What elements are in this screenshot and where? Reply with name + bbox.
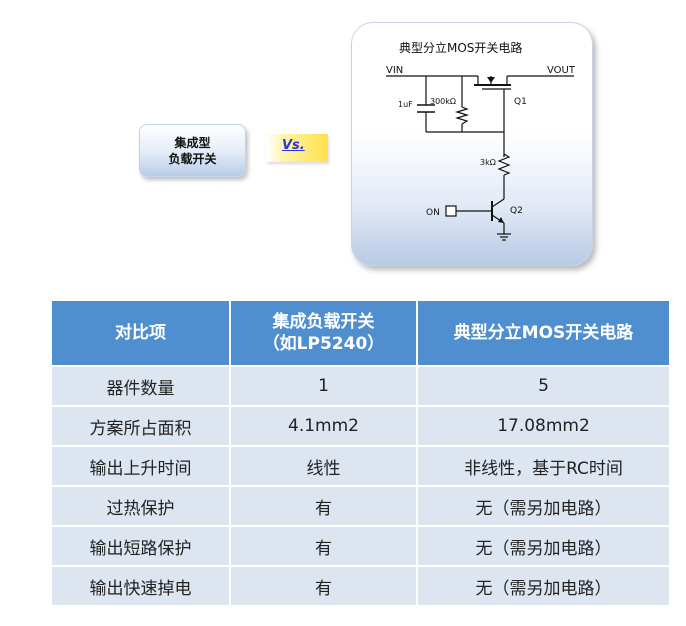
table-cell: 无（需另加电路） (416, 485, 671, 527)
table-cell: 输出上升时间 (50, 445, 231, 487)
header-cell: 集成负载开关 （如LP5240） (229, 299, 418, 367)
resistor-3k-symbol (497, 153, 511, 176)
q2-arrow-icon (498, 217, 504, 223)
table-cell: 1 (229, 365, 418, 407)
header-cell: 典型分立MOS开关电路 (416, 299, 671, 367)
capacitor-label: 1uF (398, 100, 413, 109)
table-row: 输出快速掉电 有 无（需另加电路） (50, 565, 671, 607)
table-cell: 线性 (229, 445, 418, 487)
table-row: 过热保护 有 无（需另加电路） (50, 485, 671, 527)
circuit-title: 典型分立MOS开关电路 (399, 40, 522, 55)
table-row: 输出上升时间 线性 非线性，基于RC时间 (50, 445, 671, 487)
table-cell: 有 (229, 525, 418, 567)
vs-badge (266, 134, 328, 162)
ground-icon (497, 233, 511, 241)
vs-label: Vs. (282, 138, 305, 153)
resistor-300k-label: 300kΩ (430, 97, 456, 106)
circuit-wires (386, 75, 574, 234)
table-cell: 非线性，基于RC时间 (416, 445, 671, 487)
table-cell: 输出快速掉电 (50, 565, 231, 607)
capacitor-symbol (417, 104, 435, 113)
vout-label: VOUT (547, 65, 576, 76)
table-cell: 输出短路保护 (50, 525, 231, 567)
table-row: 方案所占面积 4.1mm2 17.08mm2 (50, 405, 671, 447)
table-cell: 有 (229, 565, 418, 607)
table-cell: 方案所占面积 (50, 405, 231, 447)
table-cell: 5 (416, 365, 671, 407)
q2-label: Q2 (510, 206, 523, 216)
integrated-label-line2: 负载开关 (168, 151, 217, 166)
integrated-label-line1: 集成型 (174, 135, 211, 150)
circuit-schematic: 典型分立MOS开关电路 (386, 40, 576, 241)
q1-label: Q1 (514, 97, 527, 107)
vin-label: VIN (386, 65, 403, 76)
on-label: ON (426, 208, 440, 218)
discrete-mos-circuit-panel: 典型分立MOS开关电路 (351, 22, 593, 266)
table-cell: 4.1mm2 (229, 405, 418, 447)
table-cell: 过热保护 (50, 485, 231, 527)
table-cell: 有 (229, 485, 418, 527)
resistor-300k-symbol (454, 106, 470, 125)
q1-mosfet-symbol (474, 76, 511, 90)
integrated-load-switch-box: 集成型 负载开关 (139, 124, 246, 177)
table-row: 器件数量 1 5 (50, 365, 671, 407)
q2-transistor-symbol (491, 198, 505, 224)
table-cell: 17.08mm2 (416, 405, 671, 447)
header-cell: 对比项 (50, 299, 231, 367)
table-cell: 器件数量 (50, 365, 231, 407)
table-cell: 无（需另加电路） (416, 525, 671, 567)
q1-arrow-icon (487, 77, 495, 83)
table-cell: 无（需另加电路） (416, 565, 671, 607)
resistor-3k-label: 3kΩ (480, 158, 496, 167)
table-row: 输出短路保护 有 无（需另加电路） (50, 525, 671, 567)
on-terminal-box (445, 205, 457, 217)
comparison-table: 对比项 集成负载开关 （如LP5240） 典型分立MOS开关电路 器件数量 1 … (50, 299, 671, 607)
table-header-row: 对比项 集成负载开关 （如LP5240） 典型分立MOS开关电路 (50, 299, 671, 367)
